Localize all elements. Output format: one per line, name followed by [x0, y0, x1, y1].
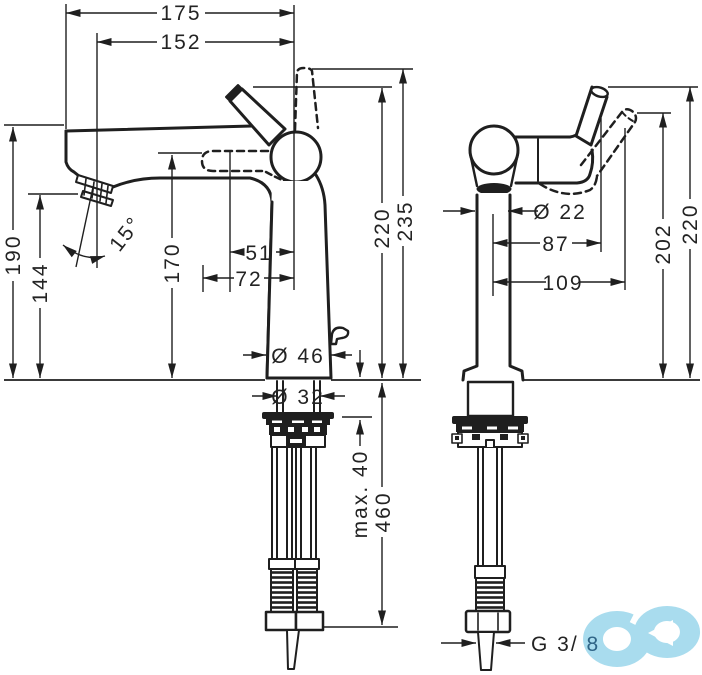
handle-dashed-horizontal: [200, 149, 270, 173]
handle-ball-joint: [269, 130, 323, 184]
faucet-body: [267, 181, 331, 378]
dim-spout-diameter: Ø 22: [533, 201, 587, 224]
thread-pipe: [477, 631, 495, 671]
spout-ball-front: [468, 124, 520, 176]
spout-body: [66, 126, 252, 187]
mounting-hardware-front: [451, 380, 529, 448]
handle-lever-front: [574, 85, 609, 147]
dim-aerator-height: 144: [29, 262, 52, 303]
dim-offset-51: 51: [245, 242, 272, 265]
dim-spout-reach: 152: [160, 31, 201, 54]
dim-thread-size: G 3/ 8: [531, 633, 600, 656]
dim-handle-height-front: 220: [679, 203, 702, 244]
dim-shank-diameter: Ø 32: [271, 386, 325, 409]
handle-tip-cap: [225, 84, 243, 102]
dim-offset-72: 72: [235, 268, 262, 291]
handle-dashed-upright: [293, 66, 320, 132]
dim-total-width: 175: [160, 2, 201, 25]
side-view-faucet: [64, 66, 350, 670]
dim-clearance-height: 170: [161, 242, 184, 283]
drain-pull-rod: [286, 629, 300, 670]
dim-base-diameter: Ø 46: [271, 345, 325, 368]
dim-max-plate: max. 40: [349, 450, 372, 539]
watermark-logo: [583, 595, 701, 668]
handle-dashed-tilted: [538, 108, 638, 196]
dim-handle-side-height-front: 202: [652, 223, 675, 264]
spray-angle-arc: [62, 244, 106, 264]
dim-spout-height: 190: [2, 234, 25, 275]
dim-handle-height-side: 220: [371, 207, 394, 248]
thread-suffix: 8: [587, 633, 601, 656]
supply-hose-front: [464, 447, 512, 671]
dim-spray-angle: 15°: [105, 212, 146, 256]
dim-offset-87: 87: [542, 233, 569, 256]
mounting-hardware-side: [262, 380, 334, 448]
thread-prefix: G 3/: [531, 633, 579, 656]
dim-hose-length: 460: [372, 491, 395, 532]
aerator-front: [476, 183, 512, 195]
dim-handle-up-height: 235: [394, 200, 417, 241]
dimension-lines: [4, 4, 700, 647]
dimension-labels: 175 152 190 144 15° 170 51 72 220 235 Ø …: [2, 2, 702, 656]
dim-offset-109: 109: [542, 272, 583, 295]
front-view-faucet: [451, 85, 638, 671]
pull-rod-knob: [329, 326, 350, 346]
supply-hoses-side: [264, 446, 325, 670]
handle-lever: [225, 84, 287, 147]
